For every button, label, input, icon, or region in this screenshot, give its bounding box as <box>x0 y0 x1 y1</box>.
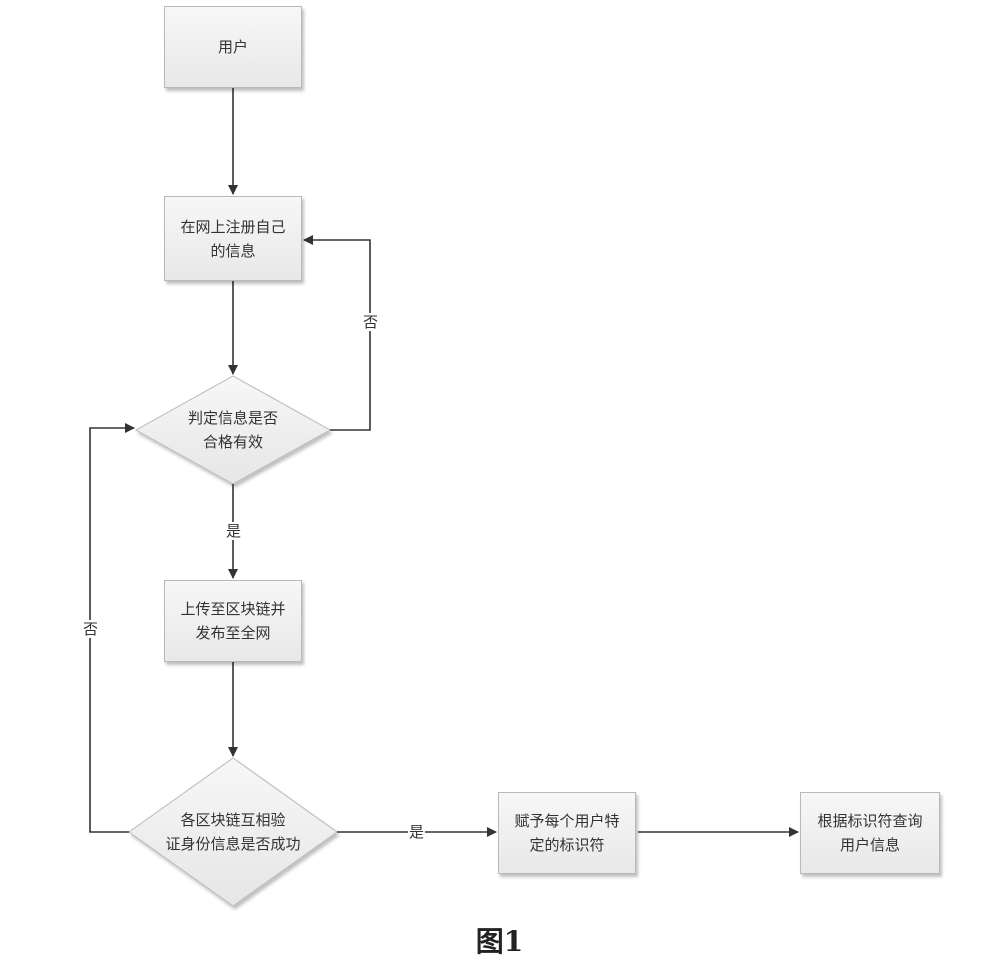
edge-label-no-loop: 否 <box>82 620 100 638</box>
edge-label-yes-upload: 是 <box>225 522 243 540</box>
edge-label-no-register: 否 <box>362 313 380 331</box>
node-check-valid-label: 判定信息是否 合格有效 <box>187 409 278 451</box>
node-register: 在网上注册自己 的信息 <box>164 196 302 281</box>
node-verify-label: 各区块链互相验 证身份信息是否成功 <box>165 811 301 853</box>
node-query: 根据标识符查询 用户信息 <box>800 792 940 874</box>
edge-check-no-to-register <box>303 235 371 431</box>
node-assign-id: 赋予每个用户特 定的标识符 <box>498 792 636 874</box>
node-upload: 上传至区块链并 发布至全网 <box>164 580 302 662</box>
node-user: 用户 <box>164 6 302 88</box>
decision-verify-diamond <box>128 757 338 907</box>
figure-caption: 图1 <box>475 925 524 958</box>
edge-label-yes-assign: 是 <box>408 823 426 841</box>
